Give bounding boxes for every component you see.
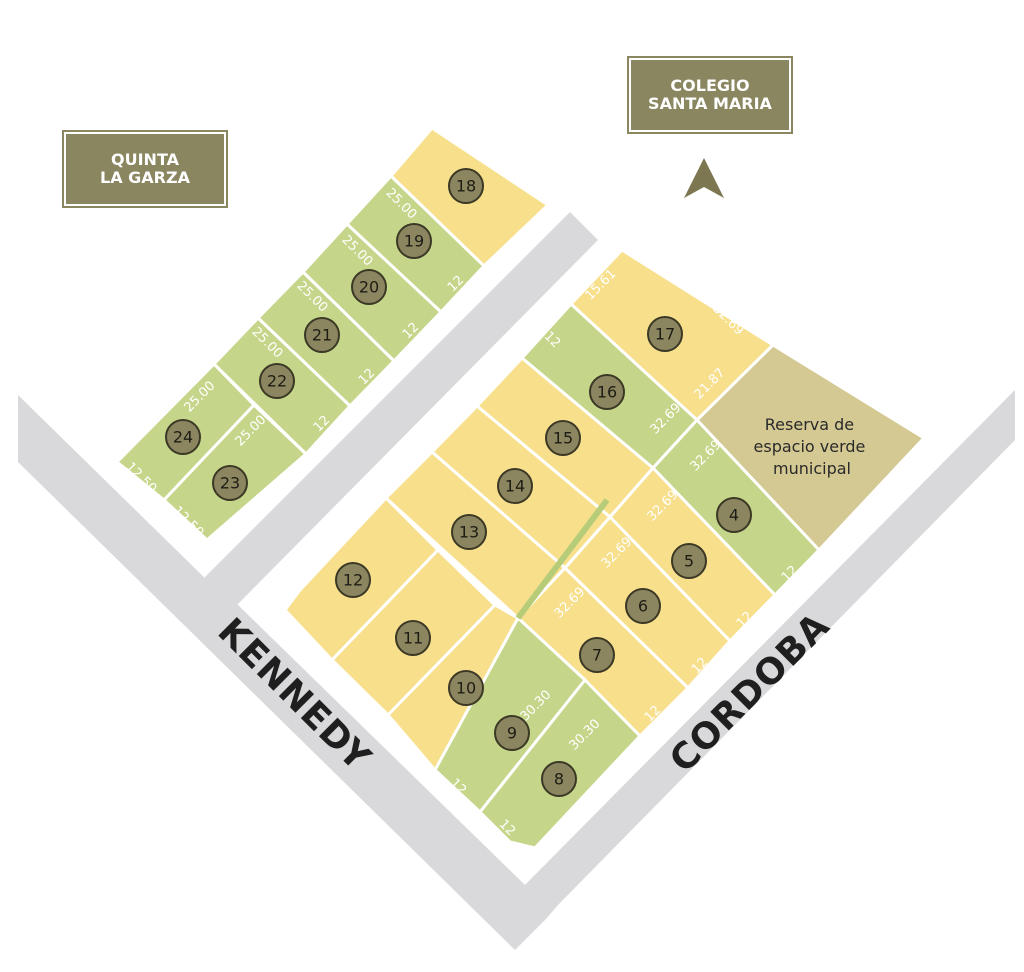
lot-marker-9[interactable]	[494, 715, 530, 751]
colegio-line-2: SANTA MARIA	[648, 94, 772, 113]
lot-number-11: 11	[403, 629, 423, 648]
quinta-line-1: QUINTA	[111, 150, 179, 169]
lot-marker-14[interactable]	[497, 468, 533, 504]
lot-marker-17[interactable]	[647, 316, 683, 352]
lot-marker-15[interactable]	[545, 420, 581, 456]
lot-marker-5[interactable]	[671, 543, 707, 579]
diagonal-street	[204, 212, 598, 606]
lot-marker-20[interactable]	[351, 269, 387, 305]
lot-number-16: 16	[597, 383, 617, 402]
lot-number-17: 17	[655, 325, 675, 344]
north-arrow-icon	[684, 158, 724, 198]
lot-divider	[515, 498, 610, 620]
lot-marker-6[interactable]	[625, 588, 661, 624]
lot-number-23: 23	[220, 474, 240, 493]
lot-number-4: 4	[729, 506, 739, 525]
lot-marker-4[interactable]	[716, 497, 752, 533]
reserve-line-1: Reserva de	[765, 415, 854, 434]
lot-marker-21[interactable]	[304, 317, 340, 353]
quinta-line-2: LA GARZA	[100, 168, 190, 187]
cordoba-street	[525, 390, 1015, 905]
lot-number-22: 22	[267, 372, 287, 391]
lot-number-5: 5	[684, 552, 694, 571]
quinta-la-garza-label: QUINTA LA GARZA	[62, 130, 228, 208]
lot-number-20: 20	[359, 278, 379, 297]
lot-number-24: 24	[173, 428, 193, 447]
lot-number-19: 19	[404, 232, 424, 251]
lot-marker-24[interactable]	[165, 419, 201, 455]
lot-number-9: 9	[507, 724, 517, 743]
lot-marker-13[interactable]	[451, 514, 487, 550]
lot-number-8: 8	[554, 770, 564, 789]
lot-number-12: 12	[343, 571, 363, 590]
lot-marker-11[interactable]	[395, 620, 431, 656]
lot-markers: 4 5 6 7 8 9 10 11 12 13 14 15 16 17 18 1…	[165, 168, 752, 797]
lot-marker-10[interactable]	[448, 670, 484, 706]
lot-marker-19[interactable]	[396, 223, 432, 259]
lot-marker-18[interactable]	[448, 168, 484, 204]
lot-marker-16[interactable]	[589, 374, 625, 410]
colegio-line-1: COLEGIO	[670, 76, 750, 95]
lot-marker-8[interactable]	[541, 761, 577, 797]
lot-number-18: 18	[456, 177, 476, 196]
lot-marker-7[interactable]	[579, 637, 615, 673]
reserve-text: Reserva de espacio verde municipal	[754, 415, 871, 478]
lot-number-6: 6	[638, 597, 648, 616]
lot-number-10: 10	[456, 679, 476, 698]
reserve-line-3: municipal	[773, 459, 851, 478]
lot-number-15: 15	[553, 429, 573, 448]
lot-marker-12[interactable]	[335, 562, 371, 598]
lot-number-21: 21	[312, 326, 332, 345]
lot-number-13: 13	[459, 523, 479, 542]
lot-marker-22[interactable]	[259, 363, 295, 399]
lot-marker-23[interactable]	[212, 465, 248, 501]
lot-number-7: 7	[592, 646, 602, 665]
lot-number-14: 14	[505, 477, 525, 496]
reserve-line-2: espacio verde	[754, 437, 866, 456]
colegio-santa-maria-label: COLEGIO SANTA MARIA	[627, 56, 793, 134]
